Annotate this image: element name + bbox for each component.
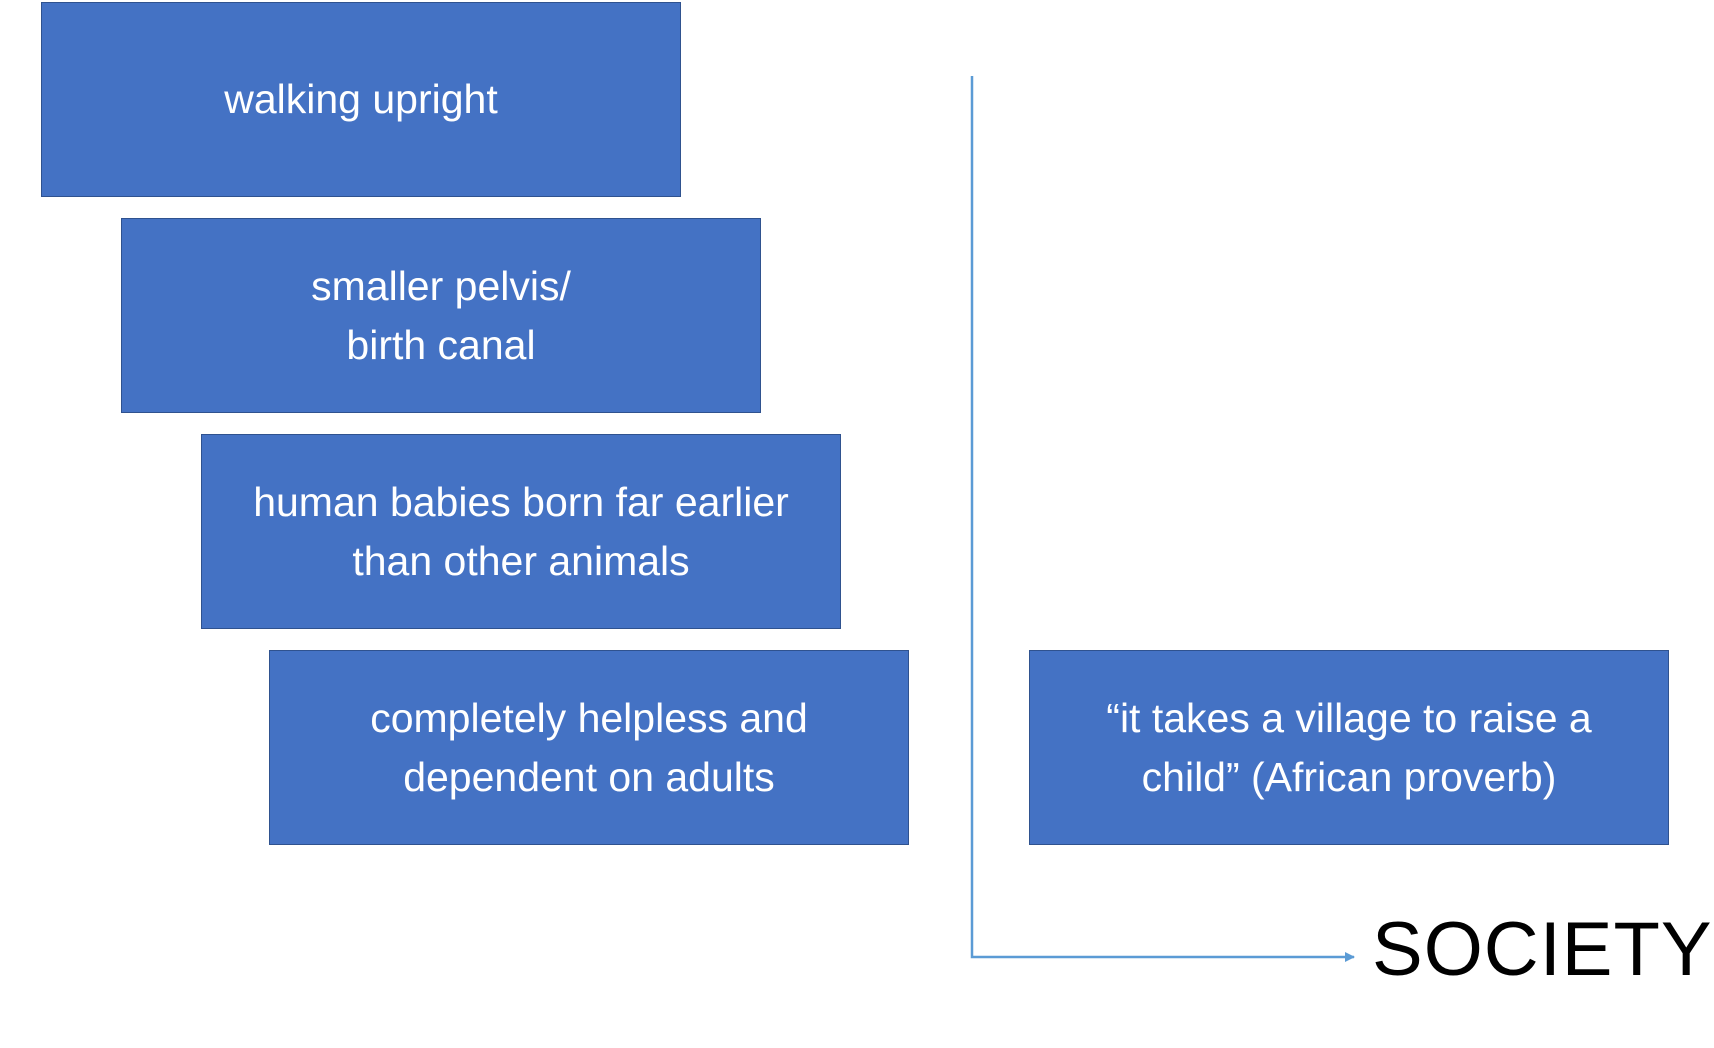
box-village-proverb: “it takes a village to raise a child” (A… xyxy=(1029,650,1669,845)
box-line: dependent on adults xyxy=(403,753,775,800)
box-babies-born-earlier: human babies born far earlier than other… xyxy=(201,434,841,629)
box-helpless-dependent: completely helpless and dependent on adu… xyxy=(269,650,909,845)
box-line: “it takes a village to raise a xyxy=(1106,694,1592,741)
box-text: walking upright xyxy=(224,70,498,129)
box-line: child” (African proverb) xyxy=(1141,753,1557,800)
box-line: smaller pelvis/ xyxy=(311,262,571,309)
box-line: birth canal xyxy=(346,321,536,368)
box-text: “it takes a village to raise a child” (A… xyxy=(1106,689,1591,807)
box-text: completely helpless and dependent on adu… xyxy=(370,689,808,807)
box-line: walking upright xyxy=(224,76,498,122)
box-walking-upright: walking upright xyxy=(41,2,681,197)
box-text: human babies born far earlier than other… xyxy=(253,473,789,591)
society-label: SOCIETY xyxy=(1372,907,1713,992)
box-text: smaller pelvis/ birth canal xyxy=(311,257,571,375)
box-smaller-pelvis: smaller pelvis/ birth canal xyxy=(121,218,761,413)
box-line: completely helpless and xyxy=(370,694,808,741)
box-line: than other animals xyxy=(352,537,690,584)
box-line: human babies born far earlier xyxy=(253,478,789,525)
